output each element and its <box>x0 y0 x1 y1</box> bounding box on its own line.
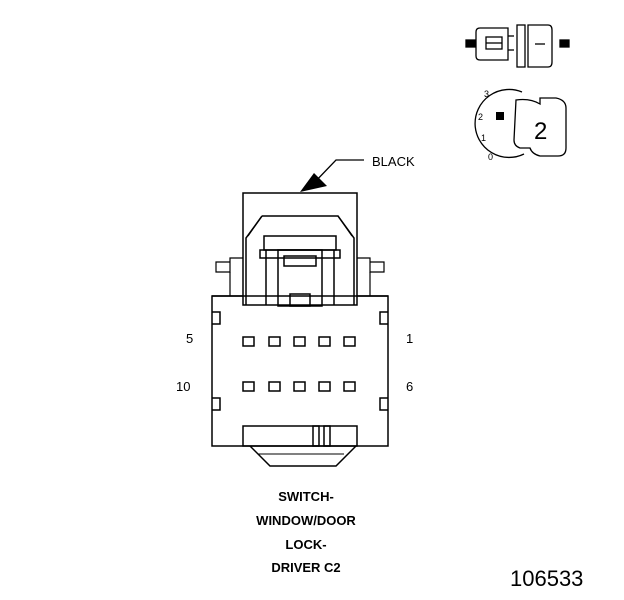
connector-title-line-4: DRIVER C2 <box>271 560 340 575</box>
view-position-2: 2 <box>478 112 483 122</box>
pin-label-bottom-right: 6 <box>406 379 413 394</box>
cavity-9 <box>268 381 281 392</box>
color-callout: BLACK <box>300 154 415 192</box>
pin-label-top-right: 1 <box>406 331 413 346</box>
cavity-5 <box>242 336 255 347</box>
connector-body <box>211 295 389 447</box>
connector-title-line-2: WINDOW/DOOR <box>256 513 356 528</box>
cavity-7 <box>318 381 331 392</box>
connector-title-line-3: LOCK- <box>285 537 326 552</box>
connector-key-icon <box>513 97 567 157</box>
view-position-1: 1 <box>481 133 486 143</box>
lock-latch <box>263 235 337 251</box>
callout-color-label: BLACK <box>372 154 415 169</box>
view-position-3: 3 <box>484 89 489 99</box>
pin-label-top-left: 5 <box>186 331 193 346</box>
connector-face <box>211 192 389 467</box>
cavity-4 <box>268 336 281 347</box>
connector-title-line-1: SWITCH- <box>278 489 334 504</box>
selected-position-marker <box>496 112 504 120</box>
cavity-10 <box>242 381 255 392</box>
cavity-row-top <box>242 336 356 347</box>
figure-id: 106533 <box>510 566 583 591</box>
cavity-3 <box>293 336 306 347</box>
cavity-row-bottom <box>242 381 356 392</box>
pin-label-bottom-left: 10 <box>176 379 190 394</box>
cavity-1 <box>343 336 356 347</box>
view-position-indicator: 3 2 1 0 2 <box>474 88 567 162</box>
connector-side-view-icon <box>465 24 570 68</box>
callout-arrow-icon <box>300 173 327 192</box>
cavity-2 <box>318 336 331 347</box>
lock-housing <box>242 192 358 306</box>
cavity-6 <box>343 381 356 392</box>
view-selected-number: 2 <box>534 118 547 145</box>
cavity-8 <box>293 381 306 392</box>
connector-title: SWITCH- WINDOW/DOOR LOCK- DRIVER C2 <box>256 489 356 575</box>
view-position-0: 0 <box>488 152 493 162</box>
